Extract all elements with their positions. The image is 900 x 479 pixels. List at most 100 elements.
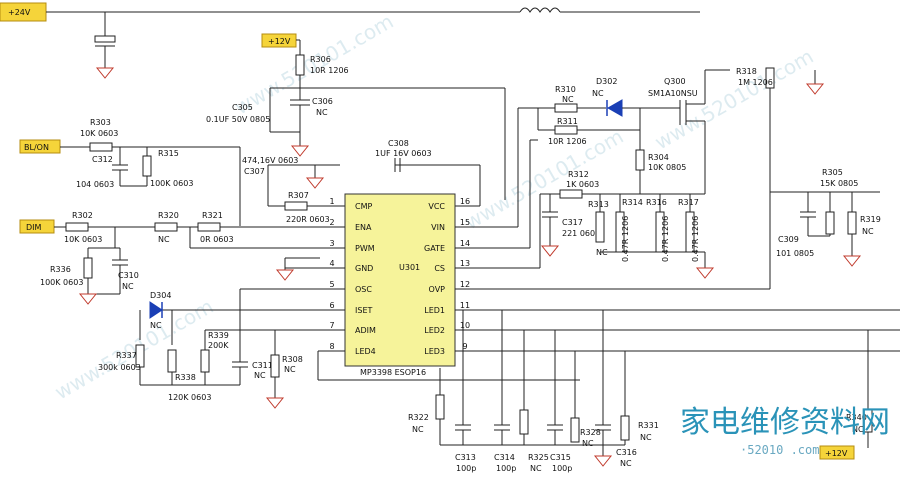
c313-val: 100p (456, 464, 476, 473)
ic-pin-name-right: GATE (424, 244, 445, 253)
r318-val: 1M 1206 (738, 78, 773, 87)
c308-val: 1UF 16V 0603 (375, 149, 432, 158)
r328-ref: R328 (580, 428, 601, 437)
ic-pin-number-left: 6 (329, 301, 334, 310)
power-stage: R310 NC D302 NC R311 10R 1206 R304 10K 0… (455, 69, 730, 279)
top-rail: +24V (0, 2, 700, 79)
r321-ref: R321 (202, 211, 223, 220)
c312-ref: C312 (92, 155, 113, 164)
bl-on-block: BL/ON R303 10K 0603 C312 104 0603 R315 1… (19, 118, 241, 226)
d302-val: NC (592, 89, 604, 98)
c307-val: 474,16V 0603 (242, 156, 298, 165)
ic-pin-number-right: 10 (460, 321, 470, 330)
r308-ref: R308 (282, 355, 303, 364)
r317-ref: R317 (678, 198, 699, 207)
r320-val: NC (158, 235, 170, 244)
ic-pin-name-right: CS (434, 264, 445, 273)
ic-ref: U301 (399, 263, 420, 272)
ic-pin-number-left: 2 (329, 218, 334, 227)
r312-val: 1K 0603 (566, 180, 599, 189)
r318-ref: R318 (736, 67, 757, 76)
d304-ref: D304 (150, 291, 171, 300)
ic-pin-name-right: LED1 (424, 306, 445, 315)
r312-ref: R312 (568, 170, 589, 179)
ic-pin-name-right: LED2 (424, 326, 445, 335)
c316-val: NC (620, 459, 632, 468)
r306-val: 10R 1206 (310, 66, 349, 75)
c317-val: 221 0603 (562, 229, 600, 238)
net-12v-top-text: +12V (268, 37, 291, 46)
ic-pin-number-right: 14 (460, 239, 470, 248)
r304-val: 10K 0805 (648, 163, 686, 172)
r315-ref: R315 (158, 149, 179, 158)
r320-ref: R320 (158, 211, 179, 220)
ic-pin-number-right: 15 (460, 218, 470, 227)
r328-val: NC (582, 439, 594, 448)
watermark-text: www.520101.com (651, 44, 818, 154)
c309-val: 101 0805 (776, 249, 814, 258)
r307-ref: R307 (288, 191, 309, 200)
c305-ref: C305 (232, 103, 253, 112)
d304-diode (149, 301, 163, 319)
r308-val: NC (284, 365, 296, 374)
net-bl-on-text: BL/ON (24, 143, 49, 152)
r314-val: 0.47R 1206 (621, 216, 630, 262)
r338-val: 120K 0603 (168, 393, 211, 402)
r302-ref: R302 (72, 211, 93, 220)
dim-block: DIM R302 10K 0603 R320 NC R321 0R 0603 R… (19, 211, 345, 305)
site-logo: 家电维修资料网 ·52010 .com (680, 405, 890, 457)
ic-pin-number-right: 11 (460, 301, 470, 310)
led-outputs: R322 NC C313 100p C314 100p R325 NC C315… (408, 309, 900, 473)
c307-ref: C307 (244, 167, 265, 176)
ic-pins: CMP1ENA2PWM3GND4OSC5ISET6ADIM7LED48VCC16… (329, 197, 470, 356)
c314-val: 100p (496, 464, 516, 473)
d302-ref: D302 (596, 77, 617, 86)
ic-pin-name-left: PWM (355, 244, 375, 253)
ic-pin-number-left: 1 (329, 197, 334, 206)
c308-ref: C308 (388, 139, 409, 148)
ic-pin-name-right: VIN (431, 223, 445, 232)
ic-pin-name-left: ENA (355, 223, 372, 232)
net-12v-bottom-text: +12V (825, 449, 848, 458)
watermark-text: www.520101.com (51, 294, 218, 404)
r302-val: 10K 0603 (64, 235, 102, 244)
r305-ref: R305 (822, 168, 843, 177)
ic-part: MP3398 ESOP16 (360, 368, 426, 377)
c310-ref: C310 (118, 271, 139, 280)
ic-pin-name-left: ISET (355, 306, 372, 315)
r325-ref: R325 (528, 453, 549, 462)
r331-ref: R331 (638, 421, 659, 430)
q300-val: SM1A10NSU (648, 89, 698, 98)
r319-ref: R319 (860, 215, 881, 224)
net-dim-text: DIM (26, 223, 42, 232)
c315-ref: C315 (550, 453, 571, 462)
c306-ref: C306 (312, 97, 333, 106)
r307-val: 220R 0603 (286, 215, 330, 224)
ic-pin-number-right: 12 (460, 280, 470, 289)
ic-pin-name-left: OSC (355, 285, 372, 294)
r314-ref: R314 (622, 198, 643, 207)
comp-network: 474,16V 0603 C307 C308 1UF 16V 0603 R307… (242, 139, 481, 224)
net-label-12v-bottom (819, 445, 855, 460)
ic-pin-number-left: 3 (329, 239, 334, 248)
r339-ref: R339 (208, 331, 229, 340)
r322-ref: R322 (408, 413, 429, 422)
c312-val: 104 0603 (76, 180, 114, 189)
d304-val: NC (150, 321, 162, 330)
ic-pin-name-left: ADIM (355, 326, 376, 335)
ic-pin-number-right: 13 (460, 259, 470, 268)
ic-pin-number-left: 8 (329, 342, 334, 351)
r316-ref: R316 (646, 198, 667, 207)
r322-val: NC (412, 425, 424, 434)
ic-pin-number-left: 5 (329, 280, 334, 289)
c309-ref: C309 (778, 235, 799, 244)
ic-pin-name-right: LED3 (424, 347, 445, 356)
r310-ref: R310 (555, 85, 576, 94)
ic-u301: U301 MP3398 ESOP16 CMP1ENA2PWM3GND4OSC5I… (329, 193, 470, 377)
r310-val: NC (562, 95, 574, 104)
c311-val: NC (254, 371, 266, 380)
r338-ref: R338 (175, 373, 196, 382)
r306-ref: R306 (310, 55, 331, 64)
logo-cn-text: 家电维修资料网 (680, 405, 890, 440)
